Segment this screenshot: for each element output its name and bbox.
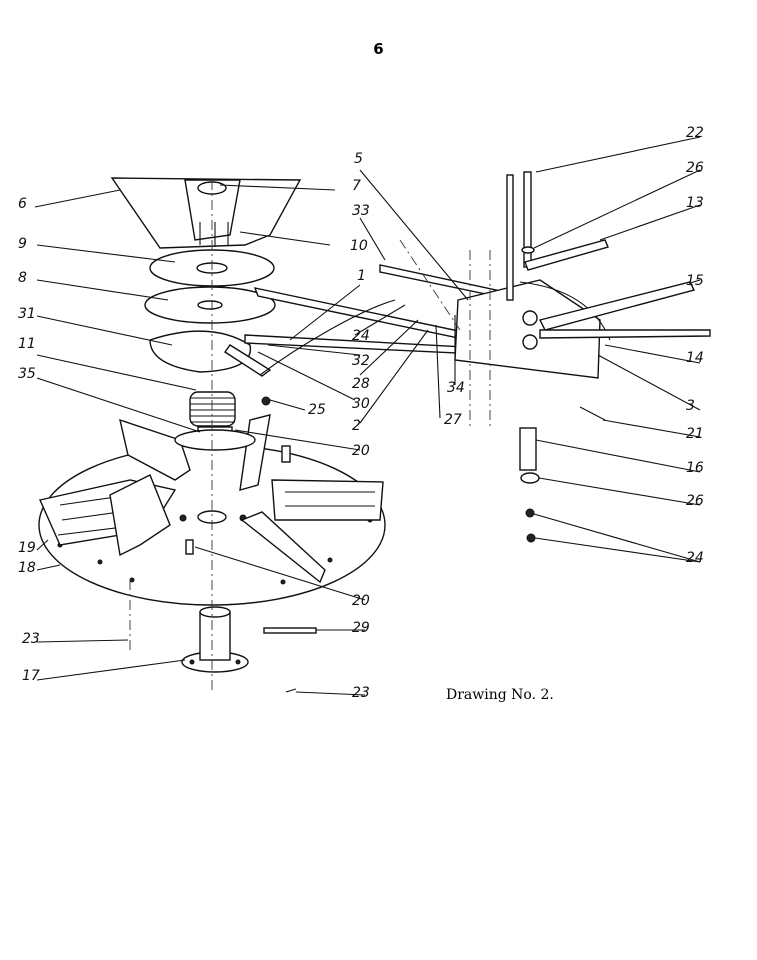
- label-3: 3: [686, 398, 695, 414]
- label-35: 35: [18, 366, 36, 382]
- label-7: 7: [352, 178, 361, 194]
- label-23: 23: [22, 631, 40, 647]
- spring-assembly: [174, 347, 256, 451]
- vertical-rods: [185, 171, 609, 693]
- label-20: 20: [352, 593, 370, 609]
- label-2: 2: [352, 418, 361, 434]
- label-20: 20: [352, 443, 370, 459]
- label-25: 25: [308, 402, 326, 418]
- drawing-caption: Drawing No. 2.: [446, 687, 554, 703]
- label-26: 26: [686, 160, 704, 176]
- label-21: 21: [686, 426, 704, 442]
- label-11: 11: [18, 336, 36, 352]
- leader-lines: [34, 136, 701, 696]
- label-18: 18: [18, 560, 36, 576]
- hopper: [110, 177, 302, 249]
- agitator-plates: [144, 249, 276, 373]
- label-15: 15: [686, 273, 704, 289]
- quadrant-levers: [454, 279, 711, 379]
- label-14: 14: [686, 350, 704, 366]
- label-6: 6: [18, 196, 27, 212]
- label-24: 24: [352, 328, 370, 344]
- label-13: 13: [686, 195, 704, 211]
- label-1: 1: [357, 268, 366, 284]
- label-19: 19: [18, 540, 36, 556]
- label-17: 17: [22, 668, 40, 684]
- label-32: 32: [352, 353, 370, 369]
- label-27: 27: [444, 412, 462, 428]
- label-31: 31: [18, 306, 36, 322]
- label-30: 30: [352, 396, 370, 412]
- label-22: 22: [686, 125, 704, 141]
- label-16: 16: [686, 460, 704, 476]
- label-5: 5: [354, 151, 363, 167]
- label-9: 9: [18, 236, 27, 252]
- drive-hub: [181, 606, 249, 673]
- label-10: 10: [350, 238, 368, 254]
- label-29: 29: [352, 620, 370, 636]
- label-23: 23: [352, 685, 370, 701]
- centerlines: [129, 180, 491, 690]
- spreader-vanes: [39, 414, 384, 584]
- label-33: 33: [352, 203, 370, 219]
- part-labels: 22 5 26 6 7 13 33 9 10 15 8 1 31 24 11 3…: [18, 125, 704, 701]
- label-24: 24: [686, 550, 704, 566]
- label-26: 26: [686, 493, 704, 509]
- label-34: 34: [447, 380, 465, 396]
- page-number: 6: [373, 40, 384, 58]
- label-28: 28: [352, 376, 370, 392]
- label-8: 8: [18, 270, 27, 286]
